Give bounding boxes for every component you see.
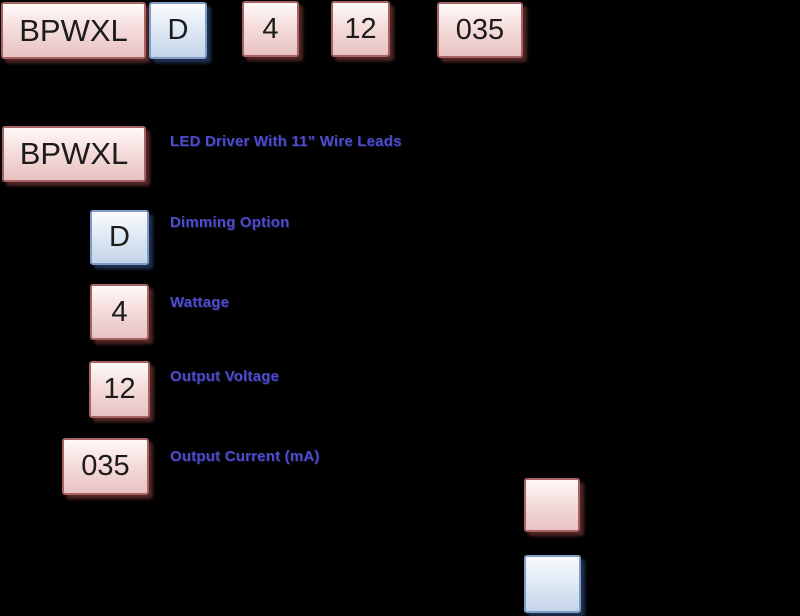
part-number-segment-series: BPWXL — [1, 2, 146, 59]
legend-code-box-voltage: 12 — [89, 361, 150, 418]
legend-code-box-dimming: D — [90, 210, 149, 265]
part-number-segment-current: 035 — [437, 2, 523, 58]
swatch-box-pink — [524, 478, 580, 532]
legend-label-series: LED Driver With 11” Wire Leads — [170, 133, 402, 150]
swatch-box-blue — [524, 555, 581, 613]
legend-code-box-series: BPWXL — [2, 126, 146, 182]
legend-code-box-wattage: 4 — [90, 284, 149, 340]
part-number-segment-dimming: D — [149, 2, 207, 59]
legend-label-voltage: Output Voltage — [170, 368, 280, 385]
legend-label-wattage: Wattage — [170, 294, 230, 311]
part-number-segment-voltage: 12 — [331, 1, 390, 57]
part-number-segment-wattage: 4 — [242, 1, 299, 57]
legend-code-box-current: 035 — [62, 438, 149, 495]
legend-label-current: Output Current (mA) — [170, 448, 320, 465]
legend-label-dimming: Dimming Option — [170, 214, 290, 231]
